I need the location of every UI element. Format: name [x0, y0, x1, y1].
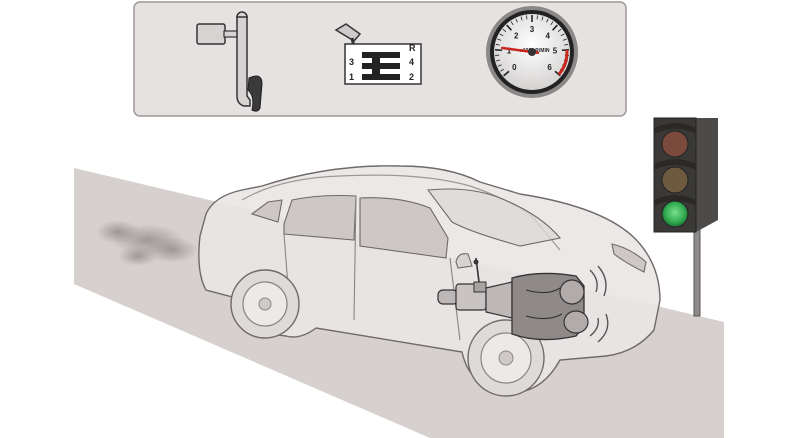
traffic-light-green	[661, 200, 689, 228]
tachometer-tick	[541, 16, 544, 21]
tachometer-tick	[499, 33, 504, 37]
needle-hub	[528, 48, 536, 56]
tachometer-tick	[546, 18, 549, 23]
exhaust-smoke-icon	[96, 220, 198, 266]
tachometer-tick	[515, 18, 518, 23]
tachometer-tick	[506, 24, 512, 31]
tachometer-tick	[550, 21, 554, 26]
gear-label-third: 3	[349, 57, 354, 67]
tachometer-tick	[497, 38, 502, 41]
tachometer-tick	[510, 21, 514, 26]
tachometer-tick	[500, 68, 505, 72]
gear-label-second: 2	[409, 72, 414, 82]
tachometer-tick	[520, 16, 523, 21]
tachometer-redline	[557, 49, 569, 76]
tachometer-tick	[552, 24, 558, 31]
tachometer-tick	[496, 59, 501, 62]
tachometer-tick-label: 1	[507, 47, 512, 56]
gear-shifter-icon: R 3 4 1 2	[334, 23, 422, 85]
tachometer-tick-label: 0	[512, 63, 517, 72]
rear-wheel	[230, 269, 300, 339]
tachometer-tick	[502, 28, 507, 32]
tachometer-tick-label: 6	[547, 63, 552, 72]
tachometer-tick-label: 2	[514, 31, 519, 40]
tachometer-tick-label: 4	[546, 31, 551, 40]
gear-label-fourth: 4	[409, 57, 414, 67]
clutch-pedal-icon	[196, 11, 263, 112]
tachometer-tick	[564, 43, 569, 46]
gear-label-reverse: R	[409, 43, 416, 53]
tachometer-tick	[554, 70, 561, 77]
tachometer-tick	[560, 33, 565, 37]
tachometer-tick	[503, 70, 510, 77]
tachometer-tick	[557, 28, 562, 32]
tachometer-tick	[536, 15, 538, 20]
tachometer-tick	[526, 15, 528, 20]
gear-label-first: 1	[349, 72, 354, 82]
tachometer-tick	[495, 43, 500, 46]
traffic-light-amber	[661, 166, 689, 194]
tachometer-tick	[497, 64, 502, 67]
tachometer-tick-label: 5	[553, 47, 558, 56]
traffic-light-red	[661, 130, 689, 158]
engine-cutaway-icon	[437, 257, 609, 343]
tachometer-tick-label: 3	[530, 25, 535, 34]
tachometer-tick	[562, 38, 567, 41]
front-wheel	[467, 319, 545, 397]
traffic-light-icon	[653, 117, 718, 317]
